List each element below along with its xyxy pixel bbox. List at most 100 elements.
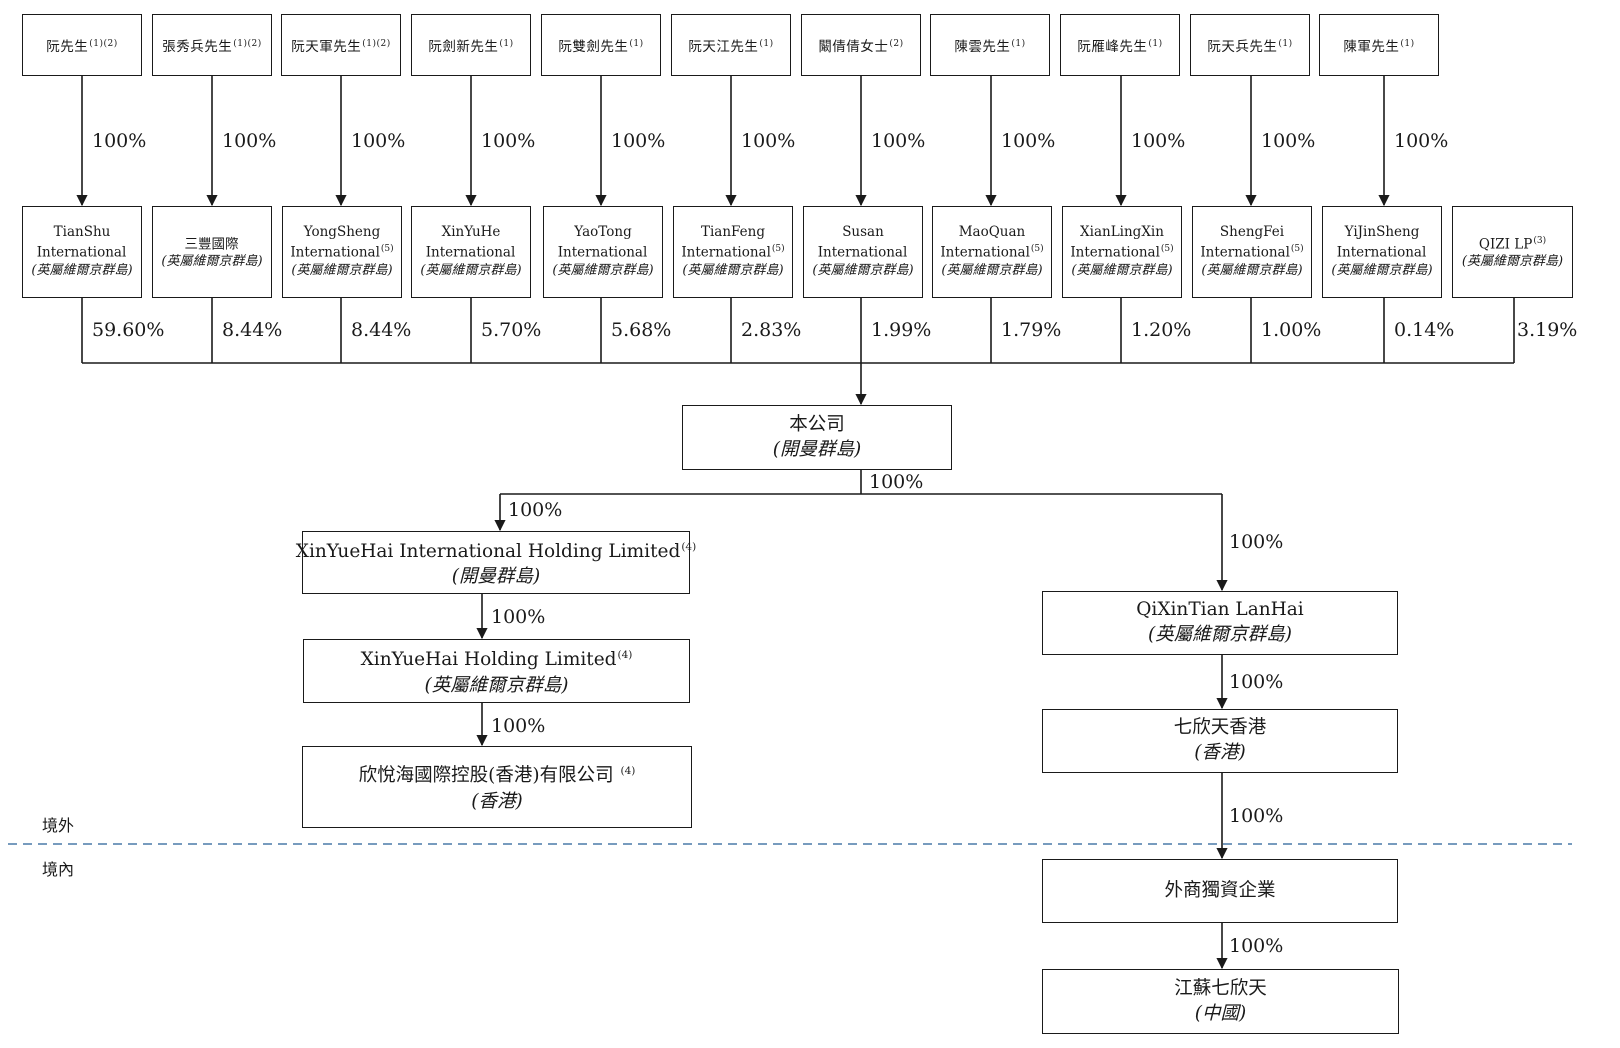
shareholder-holding-pct: 100% <box>741 130 796 152</box>
left-l2-pct: 100% <box>491 606 546 628</box>
wfoe-box: 外商獨資企業 <box>1042 859 1398 923</box>
right-r3-pct: 100% <box>1229 805 1284 827</box>
shareholder-holding-pct: 100% <box>1131 130 1186 152</box>
company-share-pct: 2.83% <box>741 319 802 341</box>
holding-entity-note: (5) <box>1160 244 1174 255</box>
holding-entity-jurisdiction: (英屬維爾京群島) <box>291 262 393 278</box>
holding-entity-jurisdiction: (英屬維爾京群島) <box>1331 262 1433 278</box>
holding-entity-box: YiJinSheng International(英屬維爾京群島) <box>1322 206 1442 298</box>
holding-entity-jurisdiction: (英屬維爾京群島) <box>1071 262 1173 278</box>
company-share-pct: 5.68% <box>611 319 672 341</box>
holding-entity-name: XinYuHe International <box>425 224 516 261</box>
shareholder-name: 阮先生 <box>46 39 89 55</box>
qizi-lp-name: QIZI LP <box>1478 236 1533 253</box>
jiangsu-qixintian-box: 江蘇七欣天 (中國) <box>1042 969 1399 1034</box>
shareholder-person-box: 張秀兵先生(1)(2) <box>152 14 272 76</box>
holding-entity-jurisdiction: (英屬維爾京群島) <box>941 262 1043 278</box>
qixintian-hk-jurisdiction: (香港) <box>1194 742 1246 763</box>
shareholder-name: 張秀兵先生 <box>162 39 233 55</box>
shareholder-note: (1) <box>759 38 774 49</box>
shareholder-name: 阮天軍先生 <box>291 39 362 55</box>
company-share-pct: 1.20% <box>1131 319 1192 341</box>
holding-entity-jurisdiction: (英屬維爾京群島) <box>420 262 522 278</box>
shareholder-note: (2) <box>889 38 904 49</box>
holding-entity-name: XianLingXin International <box>1070 224 1164 261</box>
holding-entity-name: YongSheng International <box>290 224 381 261</box>
qizi-lp-jurisdiction: (英屬維爾京群島) <box>1461 254 1564 270</box>
company-share-pct: 5.70% <box>481 319 542 341</box>
shareholder-holding-pct: 100% <box>222 130 277 152</box>
shareholder-holding-pct: 100% <box>871 130 926 152</box>
holding-entity-box: XinYuHe International(英屬維爾京群島) <box>411 206 531 298</box>
xinyuehai-international-holding-box: XinYueHai International Holding Limited (… <box>296 531 696 594</box>
shareholder-holding-pct: 100% <box>481 130 536 152</box>
qizi-lp-box: QIZI LP(3) (英屬維爾京群島) <box>1452 206 1573 298</box>
shareholder-name: 阮劍新先生 <box>428 39 499 55</box>
holding-entity-jurisdiction: (英屬維爾京群島) <box>682 262 784 278</box>
shareholder-person-box: 阮雙劍先生(1) <box>541 14 661 76</box>
holding-entity-box: YaoTong International(英屬維爾京群島) <box>543 206 663 298</box>
shareholder-name: 阮天兵先生 <box>1207 39 1278 55</box>
offshore-label: 境外 <box>42 816 75 835</box>
holding-entity-note: (5) <box>380 244 394 255</box>
onshore-label: 境內 <box>42 860 75 879</box>
shareholder-holding-pct: 100% <box>1394 130 1449 152</box>
holding-entity-name: YiJinSheng International <box>1336 224 1427 261</box>
holding-entity-name: TianFeng International <box>681 224 771 261</box>
holding-entity-jurisdiction: (英屬維爾京群島) <box>1201 262 1303 278</box>
qixintian-lanhai-jurisdiction: (英屬維爾京群島) <box>1148 624 1292 645</box>
xinyuehai-holding-note: (4) <box>617 649 633 662</box>
qixintian-hk-box: 七欣天香港 (香港) <box>1042 709 1398 773</box>
shareholder-holding-pct: 100% <box>1261 130 1316 152</box>
shareholder-name: 陳雲先生 <box>954 39 1011 55</box>
shareholder-name: 阮天江先生 <box>688 39 759 55</box>
qixintian-lanhai-name: QiXinTian LanHai <box>1136 599 1304 620</box>
right-r4-pct: 100% <box>1229 935 1284 957</box>
shareholder-note: (1) <box>1400 38 1415 49</box>
company-share-pct: 1.99% <box>871 319 932 341</box>
shareholder-note: (1)(2) <box>362 38 391 49</box>
shareholder-person-box: 陳軍先生(1) <box>1319 14 1439 76</box>
right-r2-pct: 100% <box>1229 671 1284 693</box>
holding-entity-note: (5) <box>771 244 785 255</box>
shareholder-note: (1) <box>499 38 514 49</box>
xinyuehai-hk-note: (4) <box>620 765 636 778</box>
right-r1-pct: 100% <box>1229 531 1284 553</box>
company-share-pct: 59.60% <box>92 319 165 341</box>
shareholder-person-box: 闞倩倩女士(2) <box>801 14 921 76</box>
holding-entity-box: Susan International(英屬維爾京群島) <box>803 206 923 298</box>
holding-entity-box: YongSheng International(5) (英屬維爾京群島) <box>282 206 402 298</box>
holding-entity-box: ShengFei International(5) (英屬維爾京群島) <box>1192 206 1312 298</box>
holding-entity-name: ShengFei International <box>1200 224 1290 261</box>
holding-entity-box: MaoQuan International(5)(英屬維爾京群島) <box>932 206 1052 298</box>
xinyuehai-holding-box: XinYueHai Holding Limited(4) (英屬維爾京群島) <box>303 639 690 703</box>
shareholder-person-box: 阮劍新先生(1) <box>411 14 531 76</box>
company-subsidiaries-pct: 100% <box>869 471 924 493</box>
shareholder-holding-pct: 100% <box>92 130 147 152</box>
shareholder-name: 阮雁峰先生 <box>1077 39 1148 55</box>
holding-entity-note: (5) <box>1290 244 1304 255</box>
shareholder-holding-pct: 100% <box>351 130 406 152</box>
shareholder-name: 陳軍先生 <box>1343 39 1400 55</box>
left-l3-pct: 100% <box>491 715 546 737</box>
holding-entity-jurisdiction: (英屬維爾京群島) <box>552 262 654 278</box>
company-share-pct: 1.00% <box>1261 319 1322 341</box>
left-l1-pct: 100% <box>508 499 563 521</box>
holding-entity-jurisdiction: (英屬維爾京群島) <box>31 262 133 278</box>
shareholder-holding-pct: 100% <box>611 130 666 152</box>
xinyuehai-hk-jurisdiction: (香港) <box>471 790 523 812</box>
company-share-pct: 0.14% <box>1394 319 1455 341</box>
holding-entity-jurisdiction: (英屬維爾京群島) <box>161 254 263 270</box>
holding-entity-name: MaoQuan International <box>940 224 1030 261</box>
holding-entity-box: TianFeng International(5) (英屬維爾京群島) <box>673 206 793 298</box>
xinyuehai-holding-jurisdiction: (英屬維爾京群島) <box>424 674 569 696</box>
shareholder-note: (1) <box>1278 38 1293 49</box>
shareholder-person-box: 阮雁峰先生(1) <box>1060 14 1180 76</box>
xinyuehai-international-holding-name: XinYueHai International Holding Limited <box>295 541 681 563</box>
shareholder-note: (1) <box>1011 38 1026 49</box>
xinyuehai-international-holding-jurisdiction: (開曼群島) <box>451 566 541 588</box>
shareholder-holding-pct: 100% <box>1001 130 1056 152</box>
shareholder-person-box: 阮天江先生(1) <box>671 14 791 76</box>
holding-entity-name: Susan International <box>817 224 908 261</box>
